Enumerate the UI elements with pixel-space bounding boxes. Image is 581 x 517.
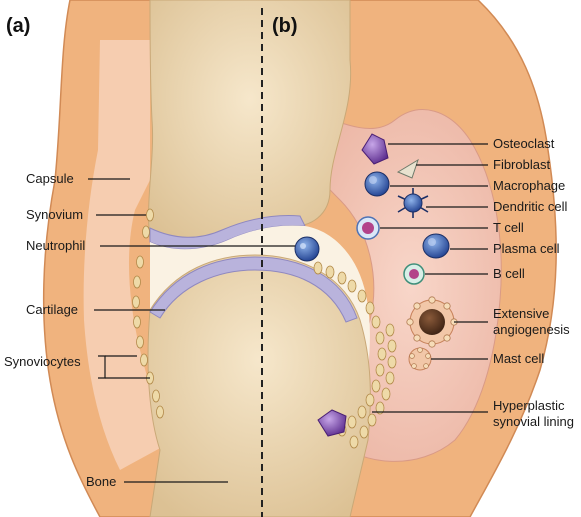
- label-angiogenesis-line2: angiogenesis: [493, 322, 570, 337]
- label-mast-cell: Mast cell: [493, 351, 544, 366]
- label-t-cell: T cell: [493, 220, 524, 235]
- macrophage-cell: [365, 172, 389, 196]
- label-macrophage: Macrophage: [493, 178, 565, 193]
- label-angiogenesis-line1: Extensive: [493, 306, 549, 321]
- upper-bone: [149, 0, 351, 248]
- neutrophil-cell: [295, 237, 319, 261]
- t-cell: [357, 217, 379, 239]
- panel-label-a: (a): [6, 15, 30, 37]
- plasma-cell: [423, 234, 449, 258]
- label-synoviocytes: Synoviocytes: [4, 354, 81, 369]
- panel-label-b: (b): [272, 15, 298, 37]
- mast-cell: [409, 348, 431, 370]
- label-plasma-cell: Plasma cell: [493, 241, 560, 256]
- label-lining-line1: Hyperplastic: [493, 398, 565, 413]
- angiogenesis-vessel: [407, 297, 457, 347]
- label-cartilage: Cartilage: [26, 302, 78, 317]
- label-capsule: Capsule: [26, 171, 74, 186]
- label-osteoclast: Osteoclast: [493, 136, 555, 151]
- label-neutrophil: Neutrophil: [26, 238, 85, 253]
- label-lining-line2: synovial lining: [493, 414, 574, 429]
- label-fibroblast: Fibroblast: [493, 157, 550, 172]
- label-dendritic-cell: Dendritic cell: [493, 199, 568, 214]
- b-cell: [404, 264, 424, 284]
- label-b-cell: B cell: [493, 266, 525, 281]
- label-synovium: Synovium: [26, 207, 83, 222]
- label-bone: Bone: [86, 474, 116, 489]
